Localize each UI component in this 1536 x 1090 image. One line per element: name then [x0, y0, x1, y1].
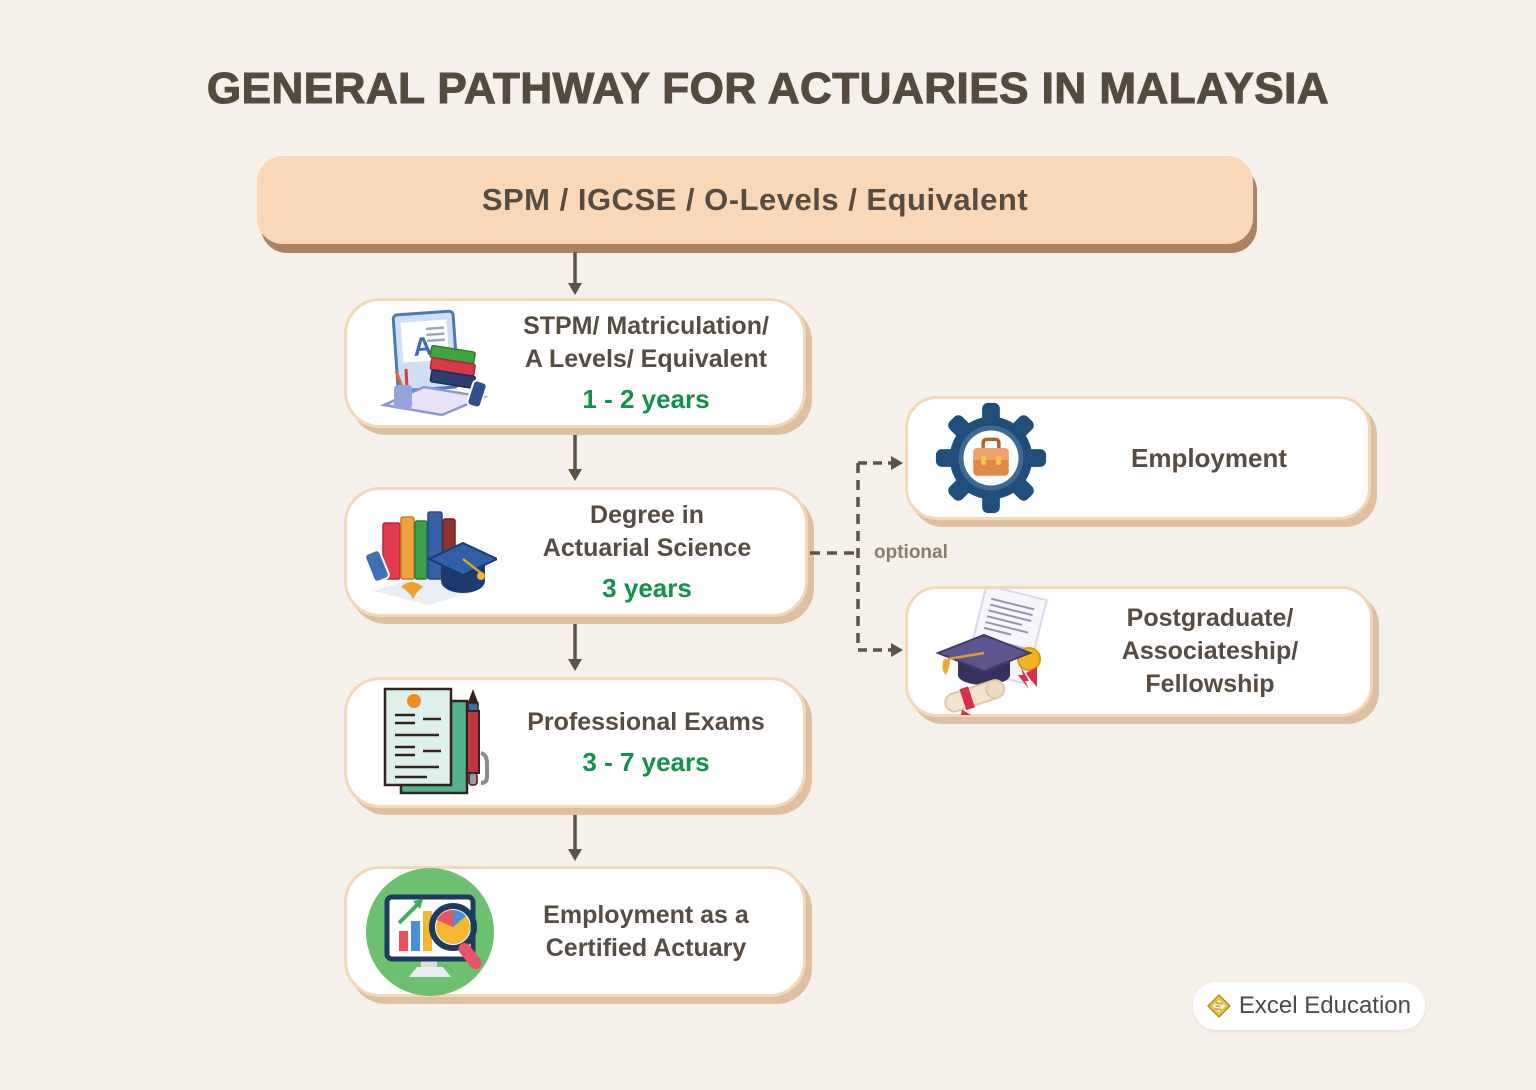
branch-line: Fellowship — [1145, 670, 1275, 698]
page-title: GENERAL PATHWAY FOR ACTUARIES IN MALAYSI… — [206, 63, 1330, 113]
branch-box-postgraduate: Postgraduate/ Associateship/ Fellowship — [905, 586, 1373, 717]
optional-label: optional — [874, 542, 948, 563]
exam-papers-pen-icon — [355, 683, 505, 803]
step-box-exams: Professional Exams 3 - 7 years — [344, 677, 806, 808]
start-box: SPM / IGCSE / O-Levels / Equivalent — [257, 156, 1253, 244]
step-duration: 1 - 2 years — [582, 384, 710, 415]
branch-text-postgraduate: Postgraduate/ Associateship/ Fellowship — [1066, 602, 1354, 701]
gradcap-certificate-scroll-icon — [916, 588, 1066, 715]
branch-box-employment: Employment — [905, 396, 1371, 520]
excel-education-diamond-icon — [1207, 994, 1231, 1018]
step-text-degree: Degree in Actuarial Science 3 years — [505, 499, 789, 604]
step-box-degree: Degree in Actuarial Science 3 years — [344, 487, 808, 617]
step-line: STPM/ Matriculation/ — [523, 312, 769, 341]
step-line: A Levels/ Equivalent — [524, 345, 768, 374]
step-line: Employment as a — [543, 900, 749, 929]
logo-badge: Excel Education — [1193, 982, 1425, 1030]
gear-briefcase-icon — [916, 399, 1066, 517]
branch-line: Associateship/ — [1121, 637, 1299, 665]
down-arrow-icon — [568, 432, 582, 481]
step-box-stpm: A STPM/ Matriculation/ A Levels/ — [344, 298, 806, 428]
books-gradcap-icon — [355, 495, 505, 609]
optional-connector-lines — [810, 456, 903, 657]
step-line: Certified Actuary — [545, 933, 747, 962]
step-line: Degree in — [590, 501, 704, 530]
logo-text: Excel Education — [1238, 992, 1411, 1019]
monitor-analytics-icon — [355, 865, 505, 999]
laptop-books-icon: A — [355, 307, 505, 419]
down-arrow-icon — [568, 252, 582, 295]
svg-text:A: A — [412, 331, 433, 362]
branch-text-employment: Employment — [1066, 441, 1352, 475]
step-line: Actuarial Science — [542, 534, 752, 563]
branch-line: Postgraduate/ — [1126, 604, 1294, 632]
branch-label: Employment — [1130, 442, 1288, 473]
step-text-stpm: STPM/ Matriculation/ A Levels/ Equivalen… — [505, 310, 787, 415]
step-text-certified: Employment as a Certified Actuary — [505, 899, 787, 965]
step-duration: 3 years — [602, 573, 692, 604]
start-box-label: SPM / IGCSE / O-Levels / Equivalent — [481, 182, 1029, 217]
step-line: Professional Exams — [527, 708, 765, 737]
step-text-exams: Professional Exams 3 - 7 years — [505, 706, 787, 778]
down-arrow-icon — [568, 622, 582, 671]
down-arrow-icon — [568, 812, 582, 861]
step-duration: 3 - 7 years — [582, 747, 710, 778]
step-box-certified: Employment as a Certified Actuary — [344, 866, 806, 997]
